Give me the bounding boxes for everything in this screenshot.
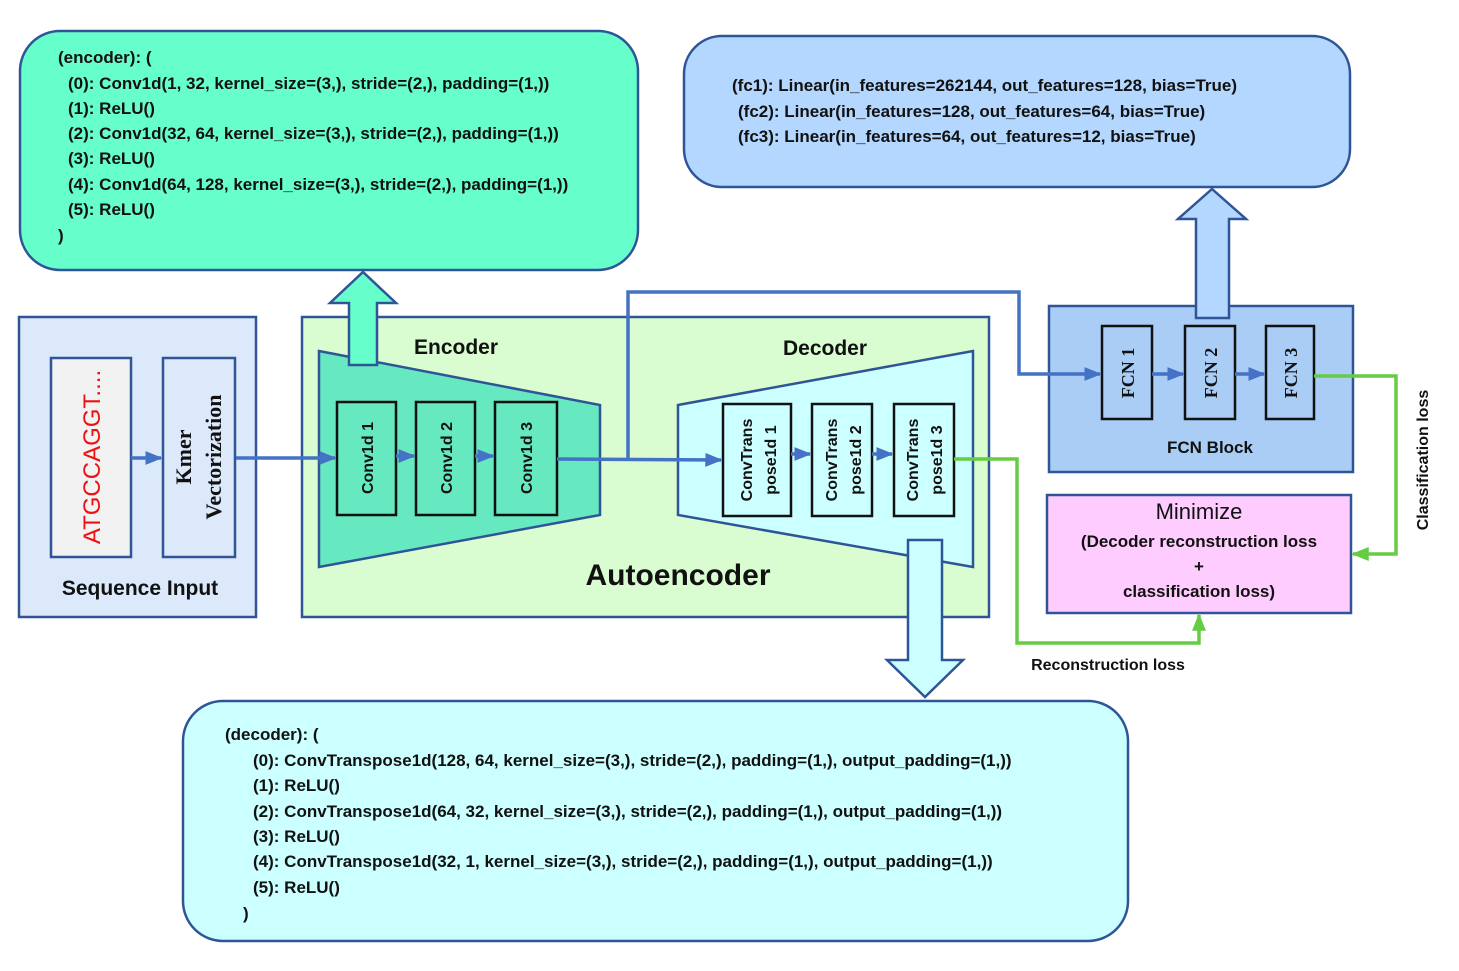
sequence-input-caption: Sequence Input <box>62 577 218 600</box>
fcn-block-caption: FCN Block <box>1167 438 1254 457</box>
decoder-code-line: (1): ReLU() <box>253 776 340 795</box>
encoder-detail-block-arrow <box>326 270 400 367</box>
fcn-1-layer <box>1100 324 1154 421</box>
decoder-label: Decoder <box>783 337 867 360</box>
fcn-block: FCN 1 FCN 2 FCN 3 FCN Block <box>1047 304 1355 474</box>
fc-detail-block-arrow <box>1174 187 1250 320</box>
decoder-code-line: (0): ConvTranspose1d(128, 64, kernel_siz… <box>253 751 1012 770</box>
encoder-code-box: (encoder): ( (0): Conv1d(1, 32, kernel_s… <box>18 29 640 272</box>
encoder-code-line: (1): ReLU() <box>68 99 155 118</box>
fc-code-line: (fc1): Linear(in_features=262144, out_fe… <box>732 76 1237 95</box>
encoder-code-line: (4): Conv1d(64, 128, kernel_size=(3,), s… <box>68 175 568 194</box>
conv1d-1-label: Conv1d 1 <box>360 422 377 494</box>
encoder-code-line: ) <box>58 226 64 245</box>
convtranspose1d-3-layer <box>892 402 956 518</box>
latent-to-fcn-arrow <box>626 290 1102 459</box>
decoder-code-line: (5): ReLU() <box>253 878 340 897</box>
fcn-1-label: FCN 1 <box>1118 348 1138 399</box>
conv1d-3-layer <box>493 400 559 517</box>
convtranspose1d-3-label: pose1d 3 <box>929 425 946 494</box>
encoder-label: Encoder <box>414 336 498 359</box>
decoder-code-line: (decoder): ( <box>225 725 319 744</box>
convtranspose1d-2-label: pose1d 2 <box>848 425 865 494</box>
fcn-3-layer <box>1264 324 1316 421</box>
decoder-code-line: ) <box>243 904 249 923</box>
classification-loss-label: Classification loss <box>1415 390 1432 531</box>
flow-arrow <box>556 452 723 467</box>
classification-loss-arrow <box>1314 374 1398 561</box>
convtranspose1d-3-label: ConvTrans <box>905 419 922 502</box>
minimize-line: (Decoder reconstruction loss <box>1081 532 1317 551</box>
kmer-vectorization-box <box>161 356 237 559</box>
kmer-label: Kmer <box>171 429 196 484</box>
minimize-line: classification loss) <box>1123 582 1275 601</box>
loss-arrows <box>954 374 1398 645</box>
conv1d-2-label: Conv1d 2 <box>439 422 456 494</box>
minimize-box: Minimize (Decoder reconstruction loss + … <box>1045 493 1353 615</box>
encoder-code-line: (encoder): ( <box>58 48 152 67</box>
decoder-code-line: (3): ReLU() <box>253 827 340 846</box>
convtranspose1d-2-label: ConvTrans <box>824 419 841 502</box>
encoder-code-line: (2): Conv1d(32, 64, kernel_size=(3,), st… <box>68 124 559 143</box>
convtranspose1d-2-layer <box>810 402 874 518</box>
encoder-code-line: (0): Conv1d(1, 32, kernel_size=(3,), str… <box>68 74 549 93</box>
fcn-2-label: FCN 2 <box>1201 348 1221 399</box>
encoder-code-line: (5): ReLU() <box>68 200 155 219</box>
conv1d-3-label: Conv1d 3 <box>519 422 536 494</box>
minimize-line: + <box>1194 557 1204 576</box>
reconstruction-loss-label: Reconstruction loss <box>1031 657 1185 674</box>
fc-code-line: (fc3): Linear(in_features=64, out_featur… <box>738 127 1196 146</box>
data-flow-arrows <box>131 290 1266 467</box>
sequence-text: ATGCCAGGT.... <box>79 370 106 544</box>
encoder-block: Encoder Conv1d 1 Conv1d 2 Conv1d 3 <box>317 336 602 569</box>
sequence-input-panel: ATGCCAGGT.... Kmer Vectorization Sequenc… <box>17 315 258 619</box>
autoencoder-title: Autoencoder <box>585 559 770 592</box>
fcn-3-label: FCN 3 <box>1281 348 1301 399</box>
decoder-detail-block-arrow <box>883 538 967 699</box>
minimize-title: Minimize <box>1156 499 1243 524</box>
conv1d-2-layer <box>414 400 477 517</box>
vectorization-label: Vectorization <box>201 394 226 519</box>
conv1d-1-layer <box>335 400 398 517</box>
decoder-block: Decoder ConvTrans pose1d 1 ConvTrans pos… <box>676 337 975 569</box>
decoder-code-box: (decoder): ( (0): ConvTranspose1d(128, 6… <box>181 699 1130 943</box>
convtranspose1d-1-layer <box>721 402 793 518</box>
reconstruction-loss-arrow <box>954 457 1206 645</box>
decoder-code-line: (4): ConvTranspose1d(32, 1, kernel_size=… <box>253 852 993 871</box>
convtranspose1d-1-label: ConvTrans <box>739 419 756 502</box>
decoder-code-line: (2): ConvTranspose1d(64, 32, kernel_size… <box>253 802 1002 821</box>
fc-code-line: (fc2): Linear(in_features=128, out_featu… <box>738 102 1205 121</box>
convtranspose1d-1-label: pose1d 1 <box>763 425 780 494</box>
encoder-code-line: (3): ReLU() <box>68 149 155 168</box>
fc-code-box: (fc1): Linear(in_features=262144, out_fe… <box>682 34 1352 189</box>
